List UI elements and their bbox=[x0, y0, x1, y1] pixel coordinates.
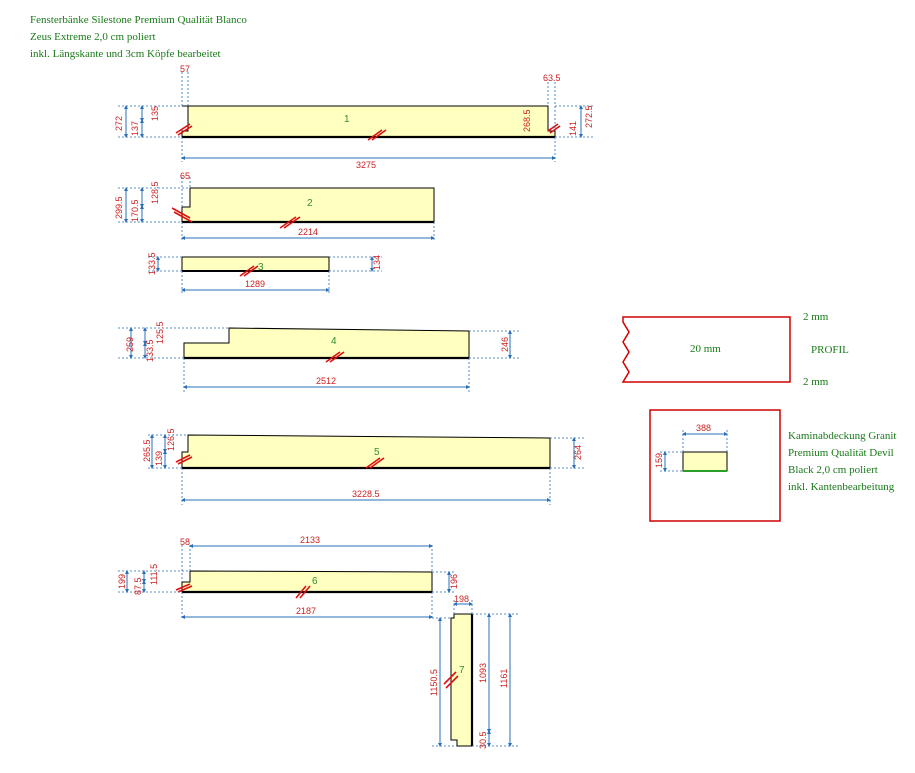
piece-2: 2 2214 65 299.5 128.5 170.5 bbox=[114, 171, 435, 242]
piece-1-left-total: 272 bbox=[114, 116, 124, 131]
piece-1-left-rest: 137 bbox=[130, 121, 140, 136]
profile-top-edge: 2 mm bbox=[803, 311, 829, 323]
fireplace-detail: 388 159 bbox=[649, 409, 781, 522]
piece-3-outline bbox=[181, 256, 330, 272]
fireplace-line-4: inkl. Kantenbearbeitung bbox=[788, 481, 895, 493]
profile-detail: 20 mm 2 mm PROFIL 2 mm bbox=[621, 311, 849, 388]
header-note: Fensterbänke Silestone Premium Qualität … bbox=[30, 12, 247, 63]
piece-1-length: 3275 bbox=[356, 160, 376, 170]
header-line-2: Zeus Extreme 2,0 cm poliert bbox=[30, 31, 156, 43]
piece-1-outline bbox=[181, 105, 556, 138]
piece-5-length: 3228.5 bbox=[352, 489, 380, 499]
fireplace-line-2: Premium Qualität Devil bbox=[788, 447, 894, 459]
piece-6-bottom-length: 2187 bbox=[296, 606, 316, 616]
piece-1-cut-mark-mid bbox=[367, 129, 387, 141]
piece-7-cut-mark-mid bbox=[443, 671, 459, 689]
piece-3-right-total: 134 bbox=[372, 255, 382, 270]
fireplace-line-3: Black 2,0 cm poliert bbox=[788, 464, 878, 476]
piece-2-left-notch-width: 65 bbox=[180, 171, 190, 181]
header-line-3: inkl. Längskante und 3cm Köpfe bearbeite… bbox=[30, 48, 221, 60]
piece-4-outline bbox=[183, 327, 470, 359]
piece-3-left-total: 133.5 bbox=[147, 252, 157, 275]
piece-3-number: 3 bbox=[258, 262, 264, 273]
fireplace-line-1: Kaminabdeckung Granit bbox=[788, 430, 897, 442]
profile-label: PROFIL bbox=[811, 344, 849, 356]
piece-2-left-notch-depth: 128.5 bbox=[150, 181, 160, 204]
piece-1-right-total: 272.5 bbox=[584, 105, 594, 128]
piece-4-left-total: 259 bbox=[125, 337, 135, 352]
piece-6-top-length: 2133 bbox=[300, 535, 320, 545]
profile-bottom-edge: 2 mm bbox=[803, 376, 829, 388]
piece-1-cut-mark-right bbox=[547, 123, 561, 134]
piece-3: 3 1289 133.5 134 bbox=[147, 252, 382, 293]
fireplace-width: 388 bbox=[696, 423, 711, 433]
piece-5-cut-mark-mid bbox=[365, 457, 385, 469]
fireplace-note: Kaminabdeckung Granit Premium Qualität D… bbox=[788, 428, 896, 496]
piece-1-left-notch-width: 57 bbox=[180, 64, 190, 74]
piece-6: 6 2133 58 2187 199 111.5 87.5 196 bbox=[117, 535, 459, 620]
piece-7-left-length: 1150.5 bbox=[429, 669, 439, 696]
piece-6-cut-mark-left bbox=[175, 583, 193, 593]
piece-4-left-rest: 133.5 bbox=[145, 339, 155, 362]
piece-6-number: 6 bbox=[312, 576, 318, 587]
piece-5-cut-mark-left bbox=[175, 454, 193, 465]
piece-1-right-notch-depth: 268.5 bbox=[522, 109, 532, 132]
piece-7-right-length: 1161 bbox=[499, 669, 509, 688]
piece-5-right-total: 264 bbox=[573, 445, 583, 460]
piece-3-length: 1289 bbox=[245, 279, 265, 289]
piece-2-length: 2214 bbox=[298, 227, 318, 237]
piece-5: 5 3228.5 265.5 126.5 139 264 bbox=[142, 428, 585, 505]
piece-6-left-total: 199 bbox=[117, 574, 127, 589]
piece-6-left-rest: 87.5 bbox=[133, 577, 143, 595]
piece-2-cut-mark-mid bbox=[279, 216, 301, 229]
fireplace-depth: 159 bbox=[654, 453, 664, 468]
piece-1-right-rest: 141 bbox=[568, 121, 578, 136]
piece-5-outline bbox=[181, 434, 551, 469]
piece-1: 1 3275 57 63.5 272 135 137 272.5 268.5 1… bbox=[114, 64, 595, 170]
piece-5-left-total: 265.5 bbox=[142, 439, 152, 462]
piece-2-number: 2 bbox=[307, 198, 313, 209]
piece-2-cut-mark-left bbox=[171, 207, 193, 223]
header-line-1: Fensterbänke Silestone Premium Qualität … bbox=[30, 14, 247, 26]
piece-2-left-total: 299.5 bbox=[114, 196, 124, 219]
piece-1-number: 1 bbox=[344, 114, 350, 125]
piece-1-right-notch-width: 63.5 bbox=[543, 73, 561, 83]
piece-4: 4 2512 259 125.5 133.5 246 bbox=[118, 321, 520, 392]
piece-3-cut-mark-mid bbox=[239, 265, 259, 277]
piece-1-left-notch-depth: 135 bbox=[150, 106, 160, 121]
piece-4-cut-mark-mid bbox=[325, 351, 345, 363]
piece-4-number: 4 bbox=[331, 336, 337, 347]
piece-5-number: 5 bbox=[374, 447, 380, 458]
piece-7-number: 7 bbox=[459, 665, 465, 676]
piece-4-length: 2512 bbox=[316, 376, 336, 386]
piece-7-width: 198 bbox=[454, 594, 469, 604]
piece-1-cut-mark-left bbox=[175, 123, 193, 136]
piece-7-notch: 30.5 bbox=[478, 731, 488, 749]
piece-6-left-notch-depth: 111.5 bbox=[149, 564, 159, 585]
piece-7-inner-length: 1093 bbox=[478, 663, 488, 683]
piece-7: 7 198 1150.5 1093 30.5 1161 bbox=[429, 594, 520, 749]
piece-5-left-notch-depth: 126.5 bbox=[166, 428, 176, 451]
piece-6-cut-mark-mid bbox=[295, 585, 311, 599]
piece-5-left-rest: 139 bbox=[154, 451, 164, 466]
profile-thickness: 20 mm bbox=[690, 343, 721, 355]
piece-4-right-total: 246 bbox=[500, 337, 510, 352]
piece-6-right-total: 196 bbox=[449, 574, 459, 589]
piece-6-left-notch-width: 58 bbox=[180, 537, 190, 547]
fireplace-slab bbox=[682, 451, 728, 472]
piece-2-left-rest: 170.5 bbox=[130, 199, 140, 222]
piece-4-left-step: 125.5 bbox=[155, 321, 165, 344]
profile-outline bbox=[621, 316, 791, 383]
